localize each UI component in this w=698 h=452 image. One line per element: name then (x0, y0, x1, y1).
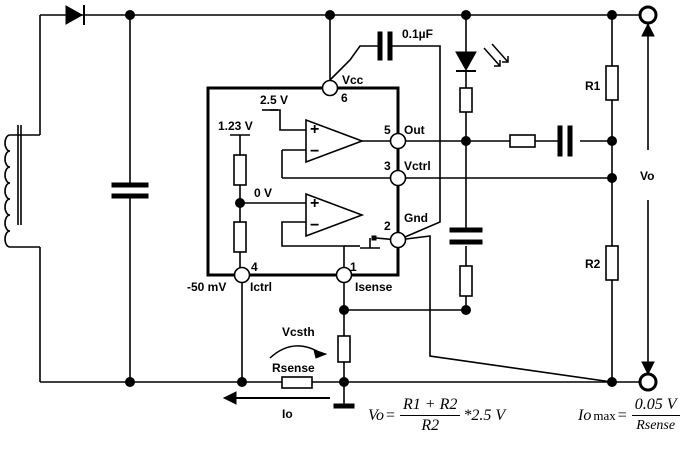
label-ictrl: Ictrl (250, 280, 272, 294)
opamp-1 (305, 118, 365, 164)
transformer-coil (4, 134, 11, 248)
label-ref-0v: 0 V (254, 186, 272, 200)
resistor-ref-top (233, 154, 247, 186)
formula-vo: Vo = R1 + R2 R2 *2.5 V (368, 396, 505, 435)
diode (65, 5, 84, 25)
label-r2: R2 (585, 257, 601, 271)
resistor-bias (337, 335, 351, 363)
resistor-ref-bottom (233, 221, 247, 253)
label-ref-25v: 2.5 V (260, 93, 288, 107)
filter-capacitor (111, 182, 149, 188)
terminal-top (638, 5, 658, 25)
opamp1-minus: − (310, 143, 319, 160)
formula-vo-eq: = (386, 406, 396, 424)
label-out: Out (404, 123, 425, 137)
label-io: Io (282, 407, 293, 421)
label-gnd: Gnd (404, 211, 428, 225)
label-vcc: Vcc (342, 73, 364, 87)
formula-vo-numerator: R1 + R2 (400, 396, 461, 416)
resistor-out-series (509, 134, 536, 148)
resistor-r2 (605, 245, 619, 281)
pin-number-3: 3 (384, 159, 391, 173)
resistor-r1 (605, 65, 619, 101)
led-branch-capacitor (449, 227, 483, 233)
label-r1: R1 (585, 79, 601, 93)
pin-ictrl (233, 266, 251, 284)
formula-io-fraction: 0.05 V Rsense (631, 396, 680, 435)
pin-vcc (321, 79, 339, 97)
formula-io-sub: max (593, 407, 616, 423)
label-ref-123v: 1.23 V (218, 119, 253, 133)
label-vcsth: Vcsth (282, 325, 315, 339)
label-isense: Isense (355, 280, 393, 294)
formula-vo-tail: *2.5 V (463, 406, 506, 424)
opamp2-plus: + (310, 195, 319, 212)
pin-number-6: 6 (341, 91, 348, 105)
formula-vo-fraction: R1 + R2 R2 (400, 396, 461, 435)
opamp1-plus: + (310, 121, 319, 138)
label-vo: Vo (640, 169, 654, 183)
pin-isense (335, 266, 353, 284)
ground-symbol (333, 403, 355, 409)
pin-out (389, 132, 407, 150)
pin-number-4: 4 (251, 260, 258, 274)
pin-number-2: 2 (384, 219, 391, 233)
formula-vo-lhs: Vo (368, 406, 384, 424)
pin-number-1: 1 (350, 260, 357, 274)
formula-io-denominator: Rsense (636, 418, 676, 433)
label-cap-01uf: 0.1µF (402, 27, 433, 41)
formula-io-lhs: Io (578, 406, 592, 424)
pin-number-5: 5 (384, 123, 391, 137)
opamp2-minus: − (310, 217, 319, 234)
label-vctrl: Vctrl (404, 159, 431, 173)
formula-io: Io max = 0.05 V Rsense (578, 396, 683, 435)
formula-io-eq: = (617, 406, 627, 424)
pin-vctrl (389, 169, 407, 187)
label-neg50mv: -50 mV (187, 280, 226, 294)
terminal-bottom (638, 372, 658, 392)
label-rsense: Rsense (272, 361, 315, 375)
output-capacitor (557, 125, 563, 157)
opamp-2 (305, 192, 365, 238)
resistor-rsense (281, 376, 313, 389)
capacitor-01uf (377, 31, 383, 61)
resistor-isense (459, 265, 473, 297)
pin-gnd (389, 231, 407, 249)
formula-io-numerator: 0.05 V (631, 396, 680, 416)
resistor-led (459, 87, 473, 113)
led (455, 51, 477, 72)
formula-vo-denominator: R2 (421, 417, 440, 434)
